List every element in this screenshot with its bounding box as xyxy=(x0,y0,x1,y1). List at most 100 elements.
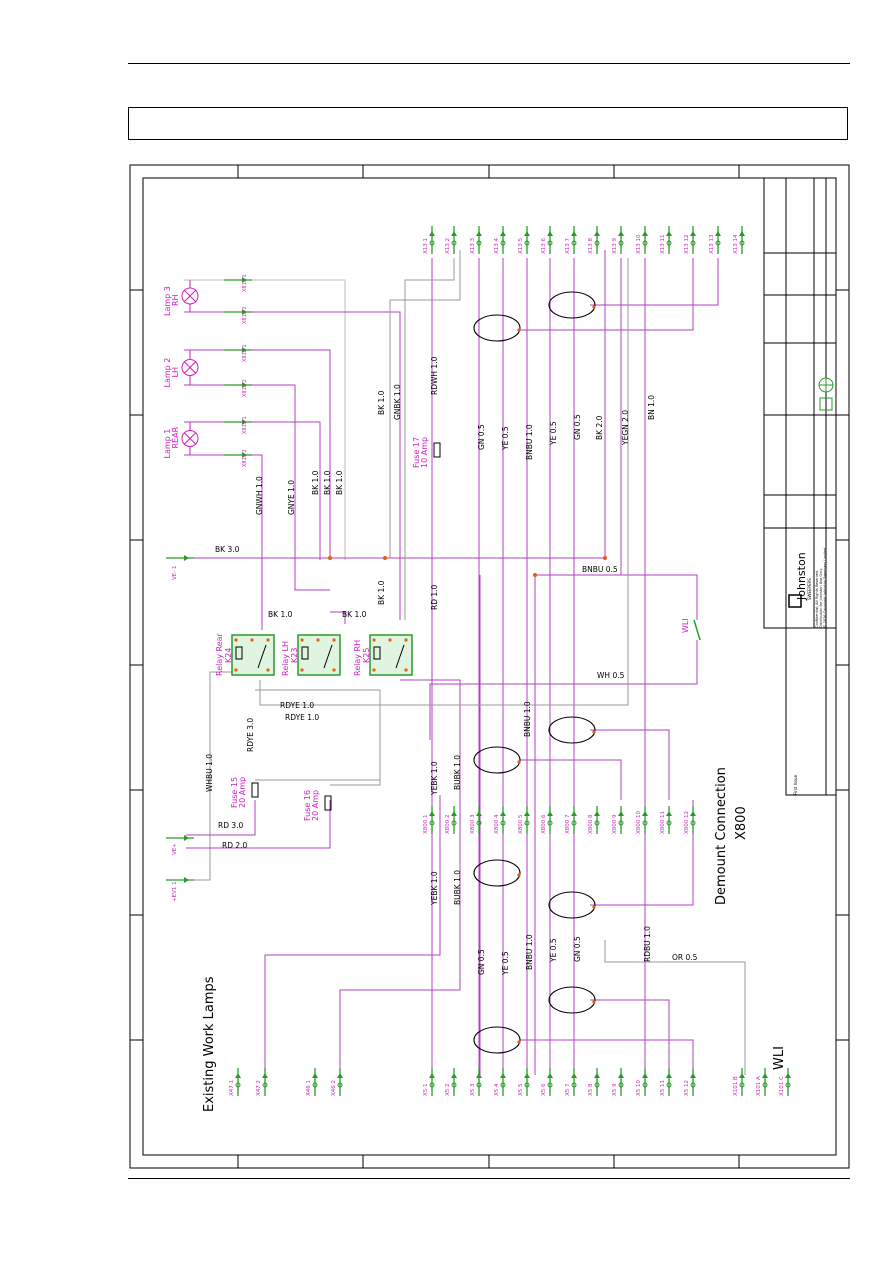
bottom-rule xyxy=(128,1178,850,1179)
wire-label: BK 1.0 xyxy=(377,580,386,605)
x13-connector-label: X13 14 xyxy=(733,234,739,254)
x5-connector-label: X5 1 xyxy=(423,1083,429,1096)
rd20 xyxy=(186,800,331,849)
wire-label: BK 1.0 xyxy=(335,470,344,495)
x5-connector-label: X5 12 xyxy=(684,1080,690,1096)
x5-11 xyxy=(590,999,670,1075)
relay-pin xyxy=(404,638,408,642)
x5-connector-label: X5 6 xyxy=(541,1083,547,1096)
wire-label: YEGN 2.0 xyxy=(621,410,630,446)
x13-connector-arrow xyxy=(429,231,435,236)
projection-symbol xyxy=(819,397,833,411)
or05 xyxy=(604,940,746,1075)
relay-pin xyxy=(388,638,392,642)
x101-connector-ring xyxy=(762,1082,768,1088)
x13-connector-ring xyxy=(618,240,624,246)
relay-pin xyxy=(250,638,254,642)
lamp-symbol xyxy=(181,359,199,376)
revision-note: First Issue xyxy=(793,774,798,795)
x800-connector-arrow xyxy=(571,811,577,816)
wire-label: BNBU 1.0 xyxy=(525,934,534,970)
x13-connector-ring xyxy=(715,240,721,246)
fuse-symbol xyxy=(251,782,259,798)
title-note: Confidential, All Rights Reserved. xyxy=(815,570,819,628)
gnbk xyxy=(389,250,461,558)
x13-connector-arrow xyxy=(594,231,600,236)
x13-connector-arrow xyxy=(642,231,648,236)
relay-code: K25 xyxy=(362,648,371,663)
x5-connector-label: X5 9 xyxy=(612,1083,618,1096)
relay-pin xyxy=(266,668,270,672)
x800-connector-label: X800 7 xyxy=(565,814,571,834)
x13-connector-label: X13 8 xyxy=(588,237,594,254)
wire-label: RD 1.0 xyxy=(430,584,439,610)
x800-connector-label: X800 4 xyxy=(494,814,500,834)
x800-connector-label: X800 2 xyxy=(445,814,451,834)
x13-connector-label: X13 5 xyxy=(518,237,524,254)
relay-coil xyxy=(301,646,309,660)
x13-connector-ring xyxy=(594,240,600,246)
company-sub: SWEEPERS xyxy=(807,578,812,600)
x800-11 xyxy=(590,729,670,800)
whbu xyxy=(185,671,235,881)
x800-connector-ring xyxy=(666,820,672,826)
x5-connector-arrow xyxy=(476,1073,482,1078)
wire-label: YE 0.5 xyxy=(549,938,558,963)
x46-connector-arrow xyxy=(312,1073,318,1078)
lamp-connector-arrow xyxy=(242,347,247,353)
lamp-connector-arrow xyxy=(242,309,247,315)
x5-connector-ring xyxy=(594,1082,600,1088)
x5-connector-label: X5 10 xyxy=(636,1079,642,1096)
bundle-dot xyxy=(517,1040,521,1044)
x800-connector-arrow xyxy=(524,811,530,816)
wire-label: OR 0.5 xyxy=(672,953,698,962)
relay-name: Relay RH xyxy=(353,640,362,676)
cable-bundle xyxy=(473,1026,521,1054)
fuse-name: Fuse 15 xyxy=(230,777,239,808)
x13-connector-ring xyxy=(642,240,648,246)
x13-connector-arrow xyxy=(547,231,553,236)
fuse-name: Fuse 16 xyxy=(303,790,312,821)
title-note: Distribution for Johnston Use Only xyxy=(819,569,823,628)
wire-label: GN 0.5 xyxy=(573,936,582,962)
x800-connector-ring xyxy=(524,820,530,826)
cable-bundle xyxy=(548,891,596,919)
section-wli: WLI xyxy=(772,1046,787,1070)
relay-pin xyxy=(234,638,238,642)
x800-connector-ring xyxy=(476,820,482,826)
bundle-dot xyxy=(592,1000,596,1004)
x101-connector-label: X101 A xyxy=(756,1076,762,1096)
x13-connector-arrow xyxy=(618,231,624,236)
revision-box xyxy=(785,627,837,796)
wire-label: BNBU 1.0 xyxy=(525,424,534,460)
components xyxy=(166,226,791,1096)
x800-connector-label: X800 12 xyxy=(684,811,690,834)
relay-switch xyxy=(257,644,267,669)
x5-connector-arrow xyxy=(642,1073,648,1078)
x800-connector-arrow xyxy=(476,811,482,816)
x13-connector-arrow xyxy=(690,231,696,236)
wire-label: RDBU 1.0 xyxy=(643,926,652,962)
x13-connector-arrow xyxy=(500,231,506,236)
x47-connector-ring xyxy=(235,1082,241,1088)
x5-connector-label: X5 7 xyxy=(565,1083,571,1096)
x800-connector-arrow xyxy=(500,811,506,816)
x13-connector-label: X13 4 xyxy=(494,237,500,254)
relay-pin xyxy=(404,668,408,672)
bundle-dot xyxy=(592,730,596,734)
wire-label: GN 0.5 xyxy=(477,424,486,450)
x13-connector-label: X13 1 xyxy=(423,238,429,254)
bubk xyxy=(339,679,461,1075)
fuse-rating: 20 Amp xyxy=(311,790,320,821)
relay-code: K24 xyxy=(224,648,233,663)
lamp-symbol xyxy=(181,430,199,447)
junction-dot xyxy=(533,573,537,577)
x13-connector-ring xyxy=(476,240,482,246)
x5-connector-arrow xyxy=(524,1073,530,1078)
x5-connector-ring xyxy=(571,1082,577,1088)
bundle-dot xyxy=(517,328,521,332)
lamp1-feed xyxy=(184,454,263,630)
company-name: Johnston xyxy=(795,552,808,601)
lamp1-ret xyxy=(184,421,321,560)
